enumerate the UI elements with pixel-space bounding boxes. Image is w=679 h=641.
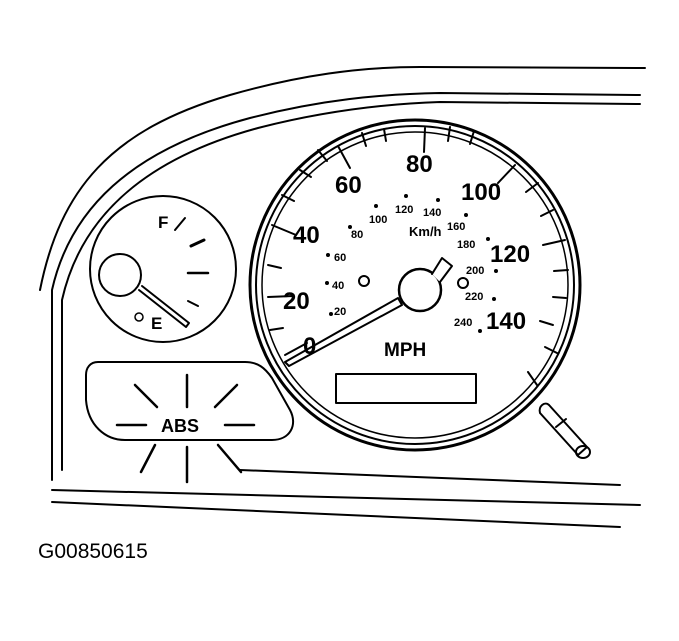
fuel-empty-label: E bbox=[151, 314, 162, 333]
abs-warning-panel bbox=[85, 361, 295, 484]
kmh-label-120: 120 bbox=[395, 204, 413, 216]
kmh-label-60: 60 bbox=[334, 252, 346, 264]
kmh-label-160: 160 bbox=[447, 221, 465, 233]
speedometer bbox=[248, 118, 582, 452]
mph-label-80: 80 bbox=[406, 151, 433, 178]
odometer-display bbox=[335, 373, 477, 404]
indicator-lamp-right bbox=[457, 277, 469, 289]
indicator-lamp-left bbox=[358, 275, 370, 287]
kmh-label-100: 100 bbox=[369, 214, 387, 226]
speed-needle bbox=[284, 257, 453, 367]
mph-label-40: 40 bbox=[293, 222, 320, 249]
mph-label-0: 0 bbox=[303, 333, 316, 360]
kmh-label-40: 40 bbox=[332, 280, 344, 292]
trip-reset-knob-icon bbox=[538, 402, 591, 459]
kmh-label-200: 200 bbox=[466, 265, 484, 277]
kmh-label-80: 80 bbox=[351, 229, 363, 241]
kmh-label-20: 20 bbox=[334, 306, 346, 318]
kmh-label-140: 140 bbox=[423, 207, 441, 219]
kmh-tick-dots bbox=[325, 194, 498, 333]
kmh-label-220: 220 bbox=[465, 291, 483, 303]
kmh-label-240: 240 bbox=[454, 317, 472, 329]
kmh-scale-labels: 20 40 60 80 100 120 140 160 180 200 220 … bbox=[332, 204, 484, 329]
mph-label-100: 100 bbox=[461, 179, 501, 206]
fuel-gauge bbox=[89, 195, 237, 343]
abs-light-rays-icon bbox=[115, 373, 256, 484]
mph-unit-label: MPH bbox=[384, 340, 426, 361]
figure-id-caption: G00850615 bbox=[38, 540, 148, 563]
kmh-unit-label: Km/h bbox=[409, 224, 442, 239]
major-ticks bbox=[267, 127, 566, 356]
mph-label-120: 120 bbox=[490, 241, 530, 268]
mph-scale-labels: 0 20 40 60 80 100 120 140 bbox=[283, 151, 530, 360]
kmh-label-180: 180 bbox=[457, 239, 475, 251]
mph-label-140: 140 bbox=[486, 308, 526, 335]
minor-ticks bbox=[267, 126, 569, 386]
mph-label-20: 20 bbox=[283, 288, 310, 315]
cluster-housing bbox=[39, 66, 646, 528]
fuel-full-label: F bbox=[158, 213, 168, 232]
mph-label-60: 60 bbox=[335, 172, 362, 199]
abs-warning-label: ABS bbox=[161, 416, 199, 436]
